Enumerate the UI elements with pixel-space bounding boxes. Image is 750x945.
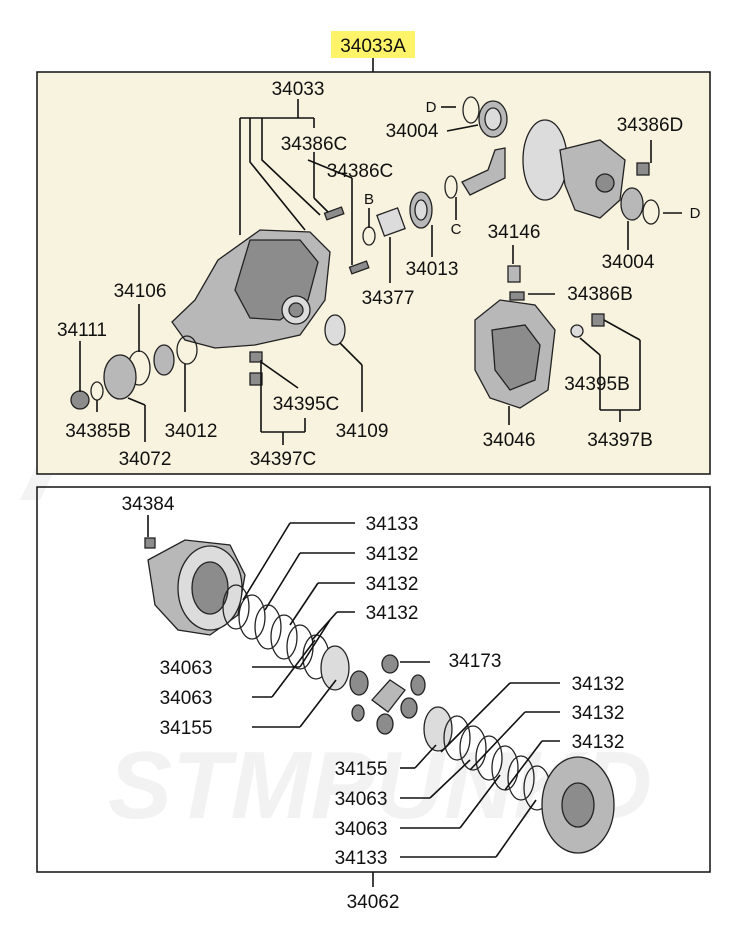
label-34106: 34106 (114, 281, 167, 302)
label-34111: 34111 (57, 320, 107, 341)
label-34377: 34377 (362, 288, 415, 309)
label-34155-1: 34155 (160, 718, 213, 739)
lsd-case-right (541, 756, 615, 854)
label-34063-2: 34063 (160, 688, 213, 709)
label-34033: 34033 (272, 79, 325, 100)
label-34395B: 34395B (564, 374, 630, 395)
label-34133-top: 34133 (366, 514, 419, 535)
label-34397C: 34397C (250, 449, 317, 470)
lsd-case-left (144, 537, 246, 636)
label-34386B: 34386B (567, 284, 633, 305)
label-34386D: 34386D (617, 115, 684, 136)
bottom-assembly-number: 34062 (347, 892, 400, 913)
bearing-34004-top (462, 96, 508, 138)
label-34063-3: 34063 (335, 789, 388, 810)
flange-and-seals (70, 314, 346, 410)
ring-gear-and-case (522, 119, 660, 225)
label-34395C: 34395C (273, 394, 340, 415)
label-34109: 34109 (336, 421, 389, 442)
bottom-leader-lines (147, 515, 560, 887)
label-34063-4: 34063 (335, 819, 388, 840)
spider-gears (349, 654, 426, 735)
label-34046: 34046 (483, 430, 536, 451)
label-34384: 34384 (122, 494, 175, 515)
pinion-parts (362, 147, 506, 246)
rear-cover-34046 (474, 299, 556, 409)
label-34132-2: 34132 (366, 574, 419, 595)
label-D-1: D (426, 99, 437, 116)
label-34132-5: 34132 (572, 703, 625, 724)
label-34397B: 34397B (587, 430, 653, 451)
top-leader-lines (79, 99, 682, 445)
label-34132-4: 34132 (572, 674, 625, 695)
label-34132-6: 34132 (572, 732, 625, 753)
label-34063-1: 34063 (160, 658, 213, 679)
label-34132-3: 34132 (366, 603, 419, 624)
label-D-2: D (690, 205, 701, 222)
label-34385B: 34385B (65, 421, 131, 442)
label-B: B (364, 191, 374, 208)
label-34155-2: 34155 (335, 759, 388, 780)
breather-34146 (507, 265, 525, 301)
bolts-34386C (323, 206, 370, 275)
top-panel-frame (36, 71, 711, 475)
label-34173: 34173 (449, 651, 502, 672)
label-34133-bottom: 34133 (335, 848, 388, 869)
label-C: C (451, 221, 462, 238)
label-34386C-1: 34386C (281, 134, 348, 155)
label-34072: 34072 (119, 449, 172, 470)
clutch-plates-left (222, 584, 350, 691)
label-34146: 34146 (488, 222, 541, 243)
label-34004-top: 34004 (386, 121, 439, 142)
label-34013: 34013 (406, 259, 459, 280)
differential-carrier-housing (171, 229, 331, 349)
assembly-number-highlight (331, 31, 415, 58)
label-34012: 34012 (165, 421, 218, 442)
label-34004-right: 34004 (602, 252, 655, 273)
label-34132-1: 34132 (366, 544, 419, 565)
label-34386C-2: 34386C (327, 161, 394, 182)
assembly-number: 34033A (340, 36, 406, 57)
